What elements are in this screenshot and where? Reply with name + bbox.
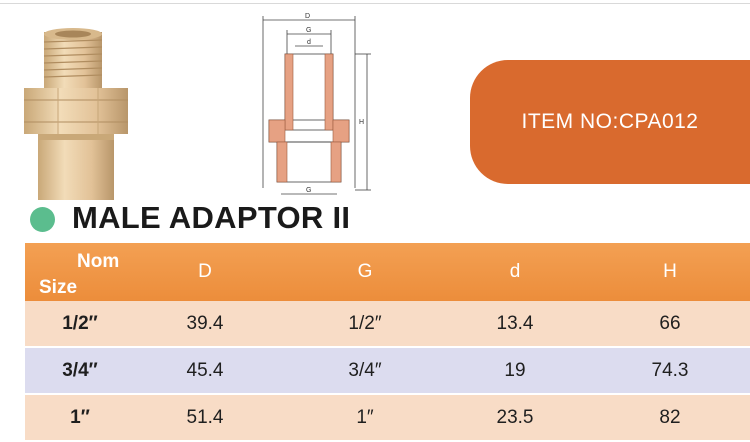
spec-table: Nom Size D G d H 1/2″ 39.4 1/2″ 13.4 66 … — [25, 243, 750, 440]
cell-size: 3/4″ — [62, 359, 98, 381]
table-row: 1/2″ 39.4 1/2″ 13.4 66 — [25, 301, 750, 346]
cell-d: 19 — [504, 359, 526, 381]
product-title: MALE ADAPTOR II — [72, 200, 351, 235]
cell-H: 66 — [659, 312, 681, 334]
cell-size: 1/2″ — [62, 312, 98, 334]
cell-size: 1″ — [70, 406, 90, 428]
header-d: d — [509, 261, 521, 282]
header-nom: Nom — [77, 251, 120, 272]
header-size: Size — [39, 277, 78, 298]
top-divider — [0, 3, 750, 4]
table-row: 3/4″ 45.4 3/4″ 19 74.3 — [25, 348, 750, 393]
header-D: D — [198, 261, 212, 282]
item-number-badge: ITEM NO:CPA012 — [470, 60, 750, 184]
table-row: 1″ 51.4 1″ 23.5 82 — [25, 395, 750, 440]
header-G: G — [357, 261, 373, 282]
cell-D: 45.4 — [186, 359, 224, 381]
cell-d: 23.5 — [496, 406, 534, 428]
cell-G: 1/2″ — [348, 312, 382, 334]
technical-drawing: D G d H G — [262, 13, 371, 195]
row-gap — [25, 346, 750, 348]
cell-D: 39.4 — [186, 312, 224, 334]
dim-label-G-bottom: G — [306, 187, 311, 194]
dim-label-D: D — [305, 13, 310, 20]
cell-H: 82 — [659, 406, 681, 428]
cell-G: 1″ — [356, 406, 374, 428]
cell-G: 3/4″ — [348, 359, 382, 381]
dim-label-H: H — [359, 119, 364, 126]
cell-d: 13.4 — [496, 312, 534, 334]
header-H: H — [663, 261, 677, 282]
table-header-row: Nom Size D G d H — [25, 243, 750, 301]
title-bullet-dot — [30, 207, 55, 232]
header-nom-size: Nom Size — [25, 243, 165, 301]
product-photo — [24, 28, 128, 200]
cell-H: 74.3 — [651, 359, 689, 381]
dim-label-G: G — [306, 27, 311, 34]
item-number-text: ITEM NO:CPA012 — [521, 110, 699, 133]
cell-D: 51.4 — [186, 406, 224, 428]
dim-label-d: d — [307, 39, 311, 46]
row-gap — [25, 393, 750, 395]
